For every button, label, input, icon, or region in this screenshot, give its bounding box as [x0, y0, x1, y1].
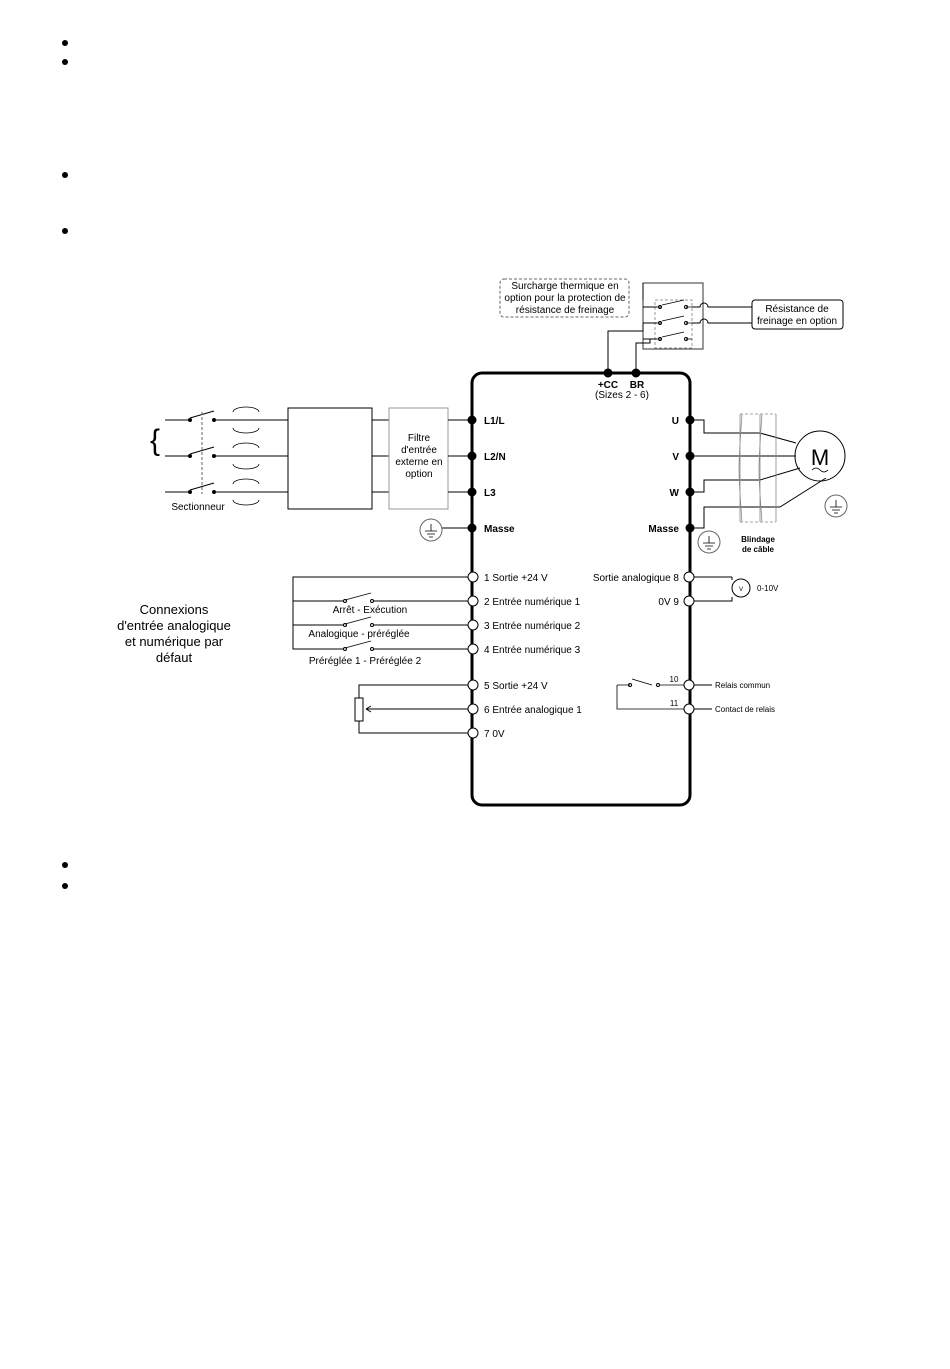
filter-line-3: externe en	[395, 457, 442, 468]
terminal-u: U	[672, 416, 679, 427]
terminal-l3: L3	[484, 488, 496, 499]
input-reactor-box	[287, 407, 373, 510]
disconnector-label: Sectionneur	[171, 502, 225, 513]
default-connections-line-4: défaut	[156, 650, 193, 665]
potentiometer	[354, 697, 364, 722]
voltmeter-icon	[731, 578, 751, 598]
filter-line-1: Filtre	[408, 433, 431, 444]
brake-resistor-box	[751, 299, 844, 330]
filter-line-4: option	[405, 469, 432, 480]
control-terminal-7: 7 0V	[484, 729, 505, 740]
input-filter-box	[388, 407, 449, 510]
bullet-5	[62, 862, 68, 868]
voltmeter-symbol: V	[739, 587, 743, 593]
control-terminal-9: 0V 9	[658, 597, 679, 608]
bullet-4	[62, 228, 68, 234]
terminal-l1: L1/L	[484, 416, 505, 427]
relay-terminal-10: 10	[670, 675, 679, 684]
control-terminal-2: 2 Entrée numérique 1	[484, 597, 581, 608]
terminal-masse-right: Masse	[648, 524, 679, 535]
control-terminal-4: 4 Entrée numérique 3	[484, 645, 581, 656]
motor-label: M	[811, 445, 829, 470]
terminal-l2: L2/N	[484, 452, 506, 463]
switch-label-analog-preset: Analogique - préréglée	[308, 629, 410, 640]
mains-brace: {	[150, 424, 160, 457]
thermal-note-line-3: résistance de freinage	[516, 305, 615, 316]
default-connections-line-2: d'entrée analogique	[117, 618, 231, 633]
terminal-br: BR	[630, 380, 645, 391]
cable-shield-line-1: Blindage	[741, 535, 775, 544]
filter-line-2: d'entrée	[401, 445, 437, 456]
control-terminal-3: 3 Entrée numérique 2	[484, 621, 581, 632]
terminal-v: V	[672, 452, 679, 463]
default-connections-line-1: Connexions	[140, 602, 209, 617]
switch-label-preset-1-2: Préréglée 1 - Préréglée 2	[309, 656, 422, 667]
earth-icon-input	[419, 518, 443, 542]
bullet-2	[62, 59, 68, 65]
thermal-note-line-1: Surcharge thermique en	[511, 281, 618, 292]
earth-icon-motor	[824, 494, 848, 518]
bullet-6	[62, 883, 68, 889]
relay-terminal-11: 11	[670, 699, 679, 708]
brake-resistor-line-1: Résistance de	[765, 304, 829, 315]
default-connections-line-3: et numérique par	[125, 634, 224, 649]
motor-symbol	[794, 430, 846, 482]
bullet-1	[62, 40, 68, 46]
thermal-overload-note-box	[499, 278, 630, 318]
thermal-relay-box	[642, 282, 704, 350]
control-terminal-1: 1 Sortie +24 V	[484, 573, 548, 584]
drive-enclosure	[470, 371, 692, 807]
terminal-plus-cc: +CC	[598, 380, 618, 391]
switch-label-run-stop: Arrêt - Exécution	[333, 605, 407, 616]
control-terminal-6: 6 Entrée analogique 1	[484, 705, 582, 716]
control-terminal-5: 5 Sortie +24 V	[484, 681, 548, 692]
relay-contact-label: Contact de relais	[715, 705, 775, 714]
control-terminal-8: Sortie analogique 8	[593, 573, 680, 584]
brake-resistor-line-2: freinage en option	[757, 316, 837, 327]
terminal-sizes-note: (Sizes 2 - 6)	[595, 390, 649, 401]
terminal-masse-left: Masse	[484, 524, 515, 535]
earth-icon-shield	[697, 530, 721, 554]
voltmeter-range: 0-10V	[757, 584, 779, 593]
bullet-3	[62, 172, 68, 178]
terminal-w: W	[670, 488, 680, 499]
cable-shield-line-2: de câble	[742, 545, 775, 554]
thermal-note-line-2: option pour la protection de	[504, 293, 626, 304]
relay-common-label: Relais commun	[715, 681, 770, 690]
